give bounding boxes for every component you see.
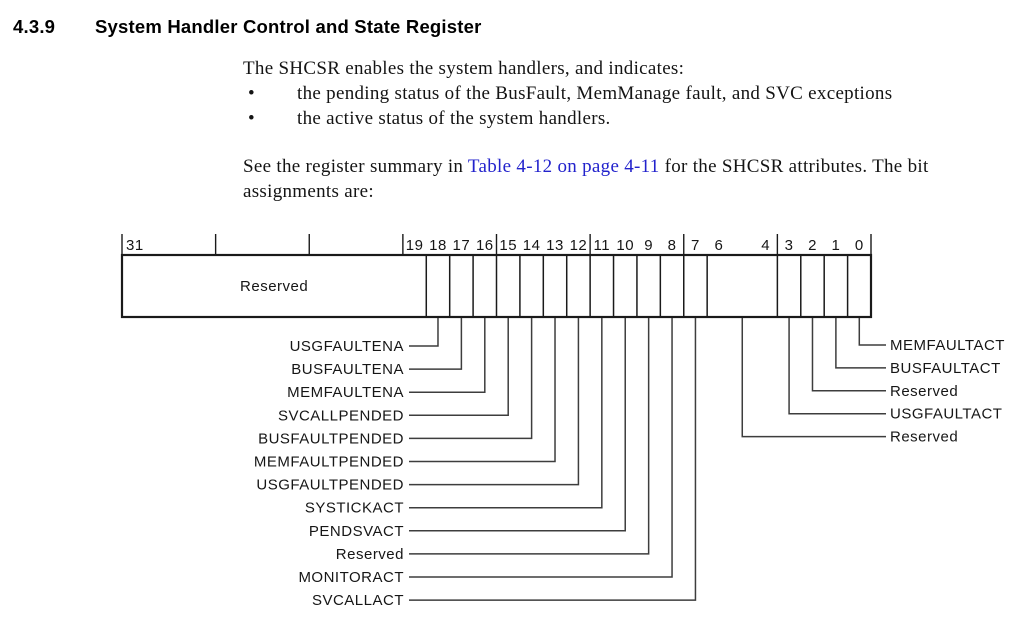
callout-label-memfaultena: MEMFAULTENA: [287, 384, 404, 401]
page-title: System Handler Control and State Registe…: [95, 16, 482, 37]
callout-line-busfaultact: [835, 318, 886, 369]
callout-label-busfaultact: BUSFAULTACT: [890, 360, 1001, 377]
callout-line-svcallact: [409, 318, 697, 601]
bit-number-15: 15: [499, 237, 517, 254]
bit-number-9: 9: [644, 237, 653, 254]
see-summary-prefix: See the register summary in: [243, 156, 468, 177]
callout-label-reserved: Reserved: [890, 429, 958, 446]
bit-number-18: 18: [429, 237, 447, 254]
callout-label-busfaultena: BUSFAULTENA: [291, 361, 404, 378]
bit-number-8: 8: [668, 237, 677, 254]
bit-number-6: 6: [714, 237, 723, 254]
callout-label-reserved: Reserved: [890, 383, 958, 400]
callout-label-systickact: SYSTICKACT: [305, 500, 404, 517]
bit-number-16: 16: [476, 237, 494, 254]
bit-number-2: 2: [808, 237, 817, 254]
callout-line-usgfaultpended: [409, 318, 580, 486]
callout-label-usgfaultact: USGFAULTACT: [890, 406, 1002, 423]
see-summary-suffix: for the SHCSR attributes. The bit: [659, 156, 929, 177]
bit-number-4: 4: [761, 237, 770, 254]
section-number: 4.3.9: [13, 16, 56, 37]
callout-line-busfaultena: [409, 318, 463, 370]
bit-number-31: 31: [126, 237, 144, 254]
bit-number-3: 3: [785, 237, 794, 254]
table-4-12-link[interactable]: Table 4-12 on page 4-11: [467, 156, 660, 177]
callout-line-monitoract: [409, 318, 673, 578]
callout-line-memfaultpended: [409, 318, 556, 463]
bit-number-0: 0: [855, 237, 864, 254]
register-field-label-reserved: Reserved: [240, 278, 308, 295]
intro-paragraph: The SHCSR enables the system handlers, a…: [243, 58, 685, 79]
callout-label-busfaultpended: BUSFAULTPENDED: [258, 430, 404, 447]
bit-number-19: 19: [406, 237, 424, 254]
bit-number-13: 13: [546, 237, 564, 254]
callout-line-reserved: [741, 318, 886, 438]
callout-line-memfaultact: [858, 318, 886, 346]
see-summary-line: See the register summary in Table 4-12 o…: [243, 156, 929, 178]
callout-label-monitoract: MONITORACT: [298, 569, 404, 586]
bit-number-14: 14: [523, 237, 541, 254]
callout-line-usgfaultact: [788, 318, 886, 415]
callout-label-svcallact: SVCALLACT: [312, 592, 404, 609]
bit-number-1: 1: [831, 237, 840, 254]
callout-line-usgfaultena: [409, 318, 439, 347]
bullet-item-active-status: the active status of the system handlers…: [297, 108, 611, 129]
callout-label-usgfaultena: USGFAULTENA: [290, 338, 404, 355]
bit-number-7: 7: [691, 237, 700, 254]
callout-label-svcallpended: SVCALLPENDED: [278, 407, 404, 424]
callout-label-memfaultpended: MEMFAULTPENDED: [254, 454, 404, 471]
see-summary-line2: assignments are:: [243, 181, 374, 202]
callout-line-busfaultpended: [409, 318, 533, 440]
callout-label-pendsvact: PENDSVACT: [309, 523, 404, 540]
callout-line-svcallpended: [409, 318, 509, 417]
bit-number-17: 17: [453, 237, 471, 254]
bit-number-11: 11: [594, 237, 611, 254]
callout-line-pendsvact: [409, 318, 626, 532]
bullet-glyph: •: [248, 83, 255, 104]
bit-number-10: 10: [616, 237, 634, 254]
callout-label-usgfaultpended: USGFAULTPENDED: [256, 477, 404, 494]
callout-line-memfaultena: [409, 318, 486, 393]
bullet-item-pending-status: the pending status of the BusFault, MemM…: [297, 83, 893, 104]
callout-line-reserved: [811, 318, 886, 392]
callout-line-reserved: [409, 318, 650, 555]
callout-label-reserved: Reserved: [336, 546, 404, 563]
bullet-glyph: •: [248, 108, 255, 129]
bit-number-12: 12: [570, 237, 588, 254]
callout-line-systickact: [409, 318, 603, 509]
callout-label-memfaultact: MEMFAULTACT: [890, 337, 1005, 354]
